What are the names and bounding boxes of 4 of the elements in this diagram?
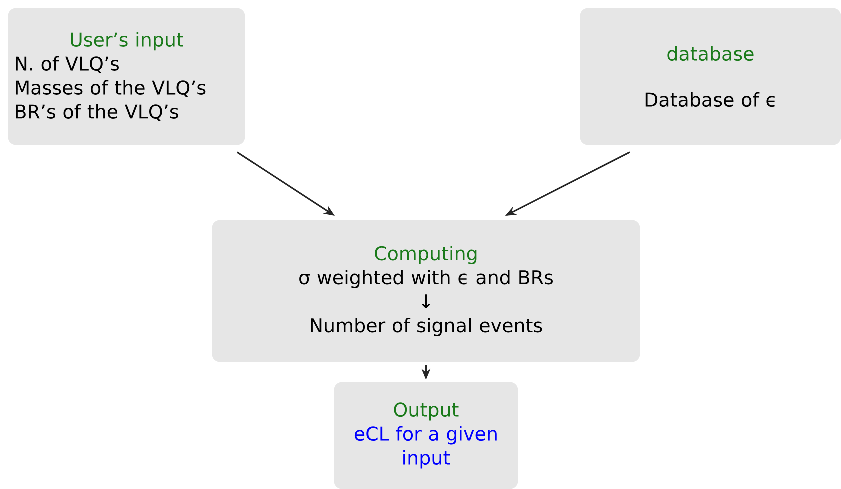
process-box: database Database of ϵ xyxy=(580,8,841,146)
process-box: User’s input N. of VLQ’s Masses of the VLQ’s BR’s of the VLQ’s xyxy=(8,8,246,146)
process-box: Output eCL for a given input xyxy=(334,382,518,489)
process-box: Computing σ weighted with ϵ and BRs ↓ Number of signal events xyxy=(212,220,640,362)
